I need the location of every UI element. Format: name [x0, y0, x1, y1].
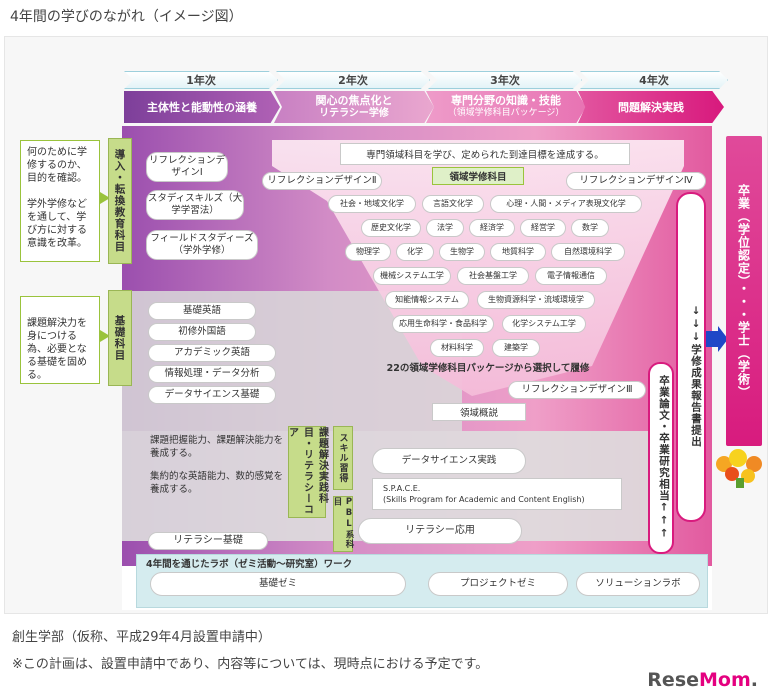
logo-text-1: Rese	[647, 669, 700, 691]
subject-item: 応用生命科学・食品科学	[392, 315, 494, 333]
intro-note: 何のために学修するのか、目的を確認。 学外学修などを通して、学び方に対する意識を…	[20, 140, 100, 262]
subject-item: 数学	[571, 219, 609, 237]
report-submission: ↓↓↓学修成果報告書提出	[676, 192, 706, 522]
intro-connector-arrow	[100, 192, 110, 204]
flower-petal	[746, 456, 762, 472]
lab-basic-seminar: 基礎ゼミ	[150, 572, 406, 596]
page-title: 4年間の学びのながれ（イメージ図）	[10, 9, 243, 25]
thesis-equivalent: 卒業論文・卒業研究相当↑↑↑	[648, 362, 674, 554]
stage-4-banner: 問題解決実践	[578, 91, 724, 123]
course-literacy-applied: リテラシー応用	[358, 518, 522, 544]
stage-2-label: 関心の焦点化と	[315, 94, 393, 107]
subject-item: 法学	[426, 219, 464, 237]
subject-item: 建築学	[492, 339, 540, 357]
flower-petal	[741, 469, 755, 483]
subject-item: 心理・人間・メディア表現文化学	[490, 195, 642, 213]
flower-petal	[725, 467, 739, 481]
logo-text-2: Mom	[699, 669, 751, 691]
subject-item: 地質科学	[490, 243, 546, 261]
subject-item: 知能情報システム	[385, 291, 469, 309]
space-subtitle: (Skills Program for Academic and Content…	[383, 495, 585, 504]
stage-4-label: 問題解決実践	[618, 100, 684, 114]
flower-petal	[729, 449, 747, 467]
year-3-header: 3年次	[428, 71, 582, 89]
flower-petal	[716, 456, 732, 472]
subject-row-3: 物理学 化学 生物学 地質科学 自然環境科学	[330, 243, 640, 261]
graduation-degree: 卒業（学位認定）・・・学士（学術）	[726, 136, 762, 446]
subject-row-7: 材料科学 建築学	[410, 339, 560, 357]
core-category-label: 課題解決実践科目・リテラシーコア	[287, 426, 328, 518]
year-2-header: 2年次	[276, 71, 430, 89]
stage-2-sublabel: リテラシー学修	[319, 108, 389, 119]
course-foreign-language: 初修外国語	[148, 323, 256, 341]
course-academic-english: アカデミック英語	[148, 344, 276, 362]
left-connectors	[100, 192, 110, 342]
subject-row-5: 知能情報システム 生物資源科学・流域環境学	[370, 291, 610, 309]
year-4-header: 4年次	[580, 71, 728, 89]
subject-item: 経済学	[469, 219, 515, 237]
course-domain-overview: 領域概説	[432, 403, 526, 421]
subject-item: 社会・地域文化学	[328, 195, 416, 213]
space-title: S.P.A.C.E.	[383, 484, 421, 493]
footer-line-2: ※この計画は、設置申請中であり、内容等については、現時点における予定です。	[12, 657, 489, 672]
footer-line-1: 創生学部（仮称、平成29年4月設置申請中）	[12, 630, 271, 645]
stage-1-banner: 主体性と能動性の涵養	[124, 91, 280, 123]
course-basic-english: 基礎英語	[148, 302, 256, 320]
subject-item: 化学	[396, 243, 434, 261]
stage-2-banner: 関心の焦点化とリテラシー学修	[274, 91, 434, 123]
domain-title: 領域学修科目	[432, 167, 524, 185]
subject-item: 生物資源科学・流域環境学	[477, 291, 595, 309]
flower-stem	[736, 478, 744, 488]
subject-item: 化学システム工学	[502, 315, 586, 333]
resemom-logo: ReseMom.	[647, 669, 758, 691]
pbl-category-label: PBL系科目	[332, 496, 354, 552]
lab-project-seminar: プロジェクトゼミ	[428, 572, 568, 596]
domain-goal: 専門領域科目を学び、定められた到達目標を達成する。	[340, 143, 630, 165]
stage-3-sublabel: （領域学修科目パッケージ）	[447, 108, 565, 118]
course-reflection-3: リフレクションデザインⅢ	[508, 381, 646, 399]
subject-item: 材料科学	[430, 339, 484, 357]
subject-item: 自然環境科学	[551, 243, 625, 261]
course-literacy-basic: リテラシー基礎	[148, 532, 268, 550]
course-reflection-4: リフレクションデザインⅣ	[566, 172, 706, 190]
core-note-1: 課題把握能力、課題解決能力を養成する。	[150, 435, 284, 459]
stage-1-label: 主体性と能動性の涵養	[147, 100, 257, 114]
course-space: S.P.A.C.E. (Skills Program for Academic …	[372, 478, 622, 510]
subject-item: 歴史文化学	[361, 219, 421, 237]
course-reflection-1: リフレクションデザインⅠ	[146, 152, 228, 182]
subject-item: 電子情報通信	[535, 267, 607, 285]
subject-row-4: 機械システム工学 社会基盤工学 電子情報通信	[360, 267, 620, 285]
graduation-arrow-shape	[706, 326, 728, 352]
graduation-arrow	[706, 326, 728, 352]
course-study-skills: スタディスキルズ（大学学習法）	[146, 190, 244, 220]
basic-category-label: 基礎科目	[108, 290, 132, 386]
stage-3-banner: 専門分野の知識・技能（領域学修科目パッケージ）	[426, 91, 586, 123]
subject-item: 経営学	[520, 219, 566, 237]
packages-note: 22の領域学修科目パッケージから選択して履修	[386, 363, 590, 374]
subject-item: 機械システム工学	[373, 267, 451, 285]
course-reflection-2: リフレクションデザインⅡ	[262, 172, 382, 190]
subject-row-6: 応用生命科学・食品科学 化学システム工学	[376, 315, 602, 333]
year-1-header: 1年次	[124, 71, 278, 89]
stage-3-label: 専門分野の知識・技能	[450, 94, 561, 107]
lab-title: 4年間を通じたラボ（ゼミ活動～研究室）ワーク	[146, 559, 353, 570]
basic-connector-arrow	[100, 330, 110, 342]
subject-row-1: 社会・地域文化学 言語文化学 心理・人間・メディア表現文化学	[316, 195, 654, 213]
subject-row-2: 歴史文化学 法学 経済学 経営学 数学	[330, 219, 640, 237]
core-note-2: 集約的な英語能力、数的感覚を養成する。	[150, 471, 284, 495]
subject-item: 物理学	[345, 243, 391, 261]
logo-text-3: .	[750, 669, 758, 691]
subject-item: 言語文化学	[422, 195, 484, 213]
course-data-science-basic: データサイエンス基礎	[148, 386, 276, 404]
basic-note: 課題解決力を身につける為、必要となる基礎を固める。	[20, 296, 100, 384]
course-field-studies: フィールドスタディーズ（学外学修）	[146, 230, 258, 260]
subject-item: 生物学	[439, 243, 485, 261]
subject-item: 社会基盤工学	[457, 267, 529, 285]
flower-bouquet-icon	[716, 449, 762, 488]
course-ds-practice: データサイエンス実践	[372, 448, 526, 474]
lab-solution-lab: ソリューションラボ	[576, 572, 700, 596]
intro-category-label: 導入・転換教育科目	[108, 138, 132, 264]
course-info-processing: 情報処理・データ分析	[148, 365, 276, 383]
skill-category-label: スキル習得	[333, 426, 353, 490]
